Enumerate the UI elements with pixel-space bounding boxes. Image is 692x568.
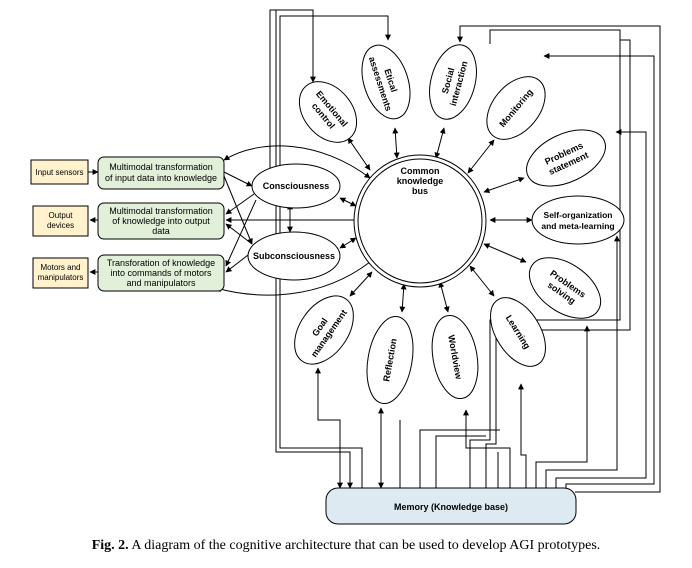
module-etical-assessments: Etical assessments xyxy=(361,44,411,120)
bus-label-1: Common xyxy=(401,166,440,176)
io-boxes: Input sensors Output devices Motors and … xyxy=(30,159,89,289)
consciousness-node: Consciousness xyxy=(251,163,341,209)
spoke-subconsciousness xyxy=(339,237,357,249)
output-transform-line-2: of knowledge into output xyxy=(112,216,210,226)
spoke-learning xyxy=(469,265,495,297)
input-transform-line-1: Multimodal transformation xyxy=(109,162,213,172)
motors-box: Motors and manipulators xyxy=(32,257,89,289)
arrow-subc-output xyxy=(225,223,253,245)
memory-line-worldview xyxy=(463,409,511,488)
spoke-goal xyxy=(349,271,373,297)
memory-line-etical xyxy=(279,15,391,488)
memory-line-aux-4 xyxy=(469,29,621,488)
memory-line-aux-3 xyxy=(435,435,486,488)
spoke-social xyxy=(434,127,446,159)
memory-line-goal xyxy=(315,367,343,489)
spoke-problems-solving xyxy=(483,243,527,263)
self-org-label-2: and meta-learning xyxy=(541,221,614,231)
input-transform-line-2: of input data into knowledge xyxy=(105,173,217,183)
self-org-label-1: Self-organization xyxy=(544,210,613,220)
motors-transform-line-3: and manipulators xyxy=(126,278,196,288)
output-devices-label-1: Output xyxy=(48,211,73,220)
memory-connection-lines xyxy=(269,9,661,493)
input-sensors-box: Input sensors xyxy=(30,159,89,185)
memory-label: Memory (Knowledge base) xyxy=(394,502,508,512)
module-problems-statement: Problems statement xyxy=(526,129,606,187)
motors-label-2: manipulators xyxy=(38,273,84,282)
input-sensors-label: Input sensors xyxy=(35,168,83,177)
memory-line-self-org xyxy=(545,235,620,488)
module-problems-solving: Problems solving xyxy=(528,257,602,319)
caption-text: A diagram of the cognitive architecture … xyxy=(128,538,601,553)
arrow-bus-motors xyxy=(215,261,371,296)
spoke-problems-statement xyxy=(483,176,525,194)
spoke-monitoring xyxy=(467,139,495,174)
motors-transform-line-1: Transforation of knowledge xyxy=(107,258,215,268)
memory-line-consciousness xyxy=(269,9,276,183)
motors-label-1: Motors and xyxy=(40,263,80,272)
subconsciousness-label: Subconsciousness xyxy=(253,251,335,261)
spoke-worldview xyxy=(438,281,450,313)
output-transform-box: Multimodal transformation of knowledge i… xyxy=(97,202,225,240)
memory-line-emotional xyxy=(275,9,353,489)
subconsciousness-node: Subconsciousness xyxy=(247,231,341,281)
spoke-etical xyxy=(392,127,400,159)
figure-caption: Fig. 2. A diagram of the cognitive archi… xyxy=(0,538,692,554)
caption-label: Fig. 2. xyxy=(91,538,129,553)
common-knowledge-bus: Common knowledge bus xyxy=(353,154,487,288)
memory-line-social xyxy=(457,25,661,493)
left-connections xyxy=(88,145,371,296)
motors-transform-box: Transforation of knowledge into commands… xyxy=(97,254,225,292)
arrow-input-consciousness xyxy=(223,171,253,187)
module-emotional-control: Emotional control xyxy=(298,81,358,143)
memory-line-aux-2 xyxy=(419,429,500,488)
arrow-consc-motors xyxy=(225,199,257,267)
module-nodes: Emotional control Etical assessments Soc… xyxy=(294,44,625,404)
memory-line-monitoring xyxy=(543,53,655,488)
consciousness-label: Consciousness xyxy=(263,181,330,191)
module-self-organization: Self-organization and meta-learning xyxy=(531,195,625,245)
bus-label-3: bus xyxy=(412,186,428,196)
module-monitoring: Monitoring xyxy=(486,76,546,140)
memory-line-problems-solving xyxy=(535,325,590,488)
spoke-consciousness xyxy=(339,197,357,207)
arrow-consc-output xyxy=(225,193,255,215)
spoke-reflection xyxy=(399,283,407,313)
module-learning: Learning xyxy=(490,297,546,367)
arrow-bus-input xyxy=(223,145,371,179)
output-transform-line-3: data xyxy=(152,226,170,236)
arrow-input-subconsciousness xyxy=(223,175,253,245)
transform-boxes: Multimodal transformation of input data … xyxy=(97,156,225,292)
module-worldview: Worldview xyxy=(431,314,479,400)
output-devices-box: Output devices xyxy=(32,205,89,237)
module-reflection: Reflection xyxy=(366,316,414,404)
input-transform-box: Multimodal transformation of input data … xyxy=(97,156,225,190)
memory-box: Memory (Knowledge base) xyxy=(325,487,577,525)
module-social-interaction: Social interaction xyxy=(429,44,477,120)
module-goal-management: Goal management xyxy=(294,295,354,365)
memory-line-problems-statement xyxy=(555,129,647,488)
motors-transform-line-2: into commands of motors xyxy=(110,268,212,278)
memory-line-learning xyxy=(518,383,527,488)
output-devices-label-2: devices xyxy=(47,221,74,230)
output-transform-line-1: Multimodal transformation xyxy=(109,206,213,216)
bus-label-2: knowledge xyxy=(397,176,444,186)
